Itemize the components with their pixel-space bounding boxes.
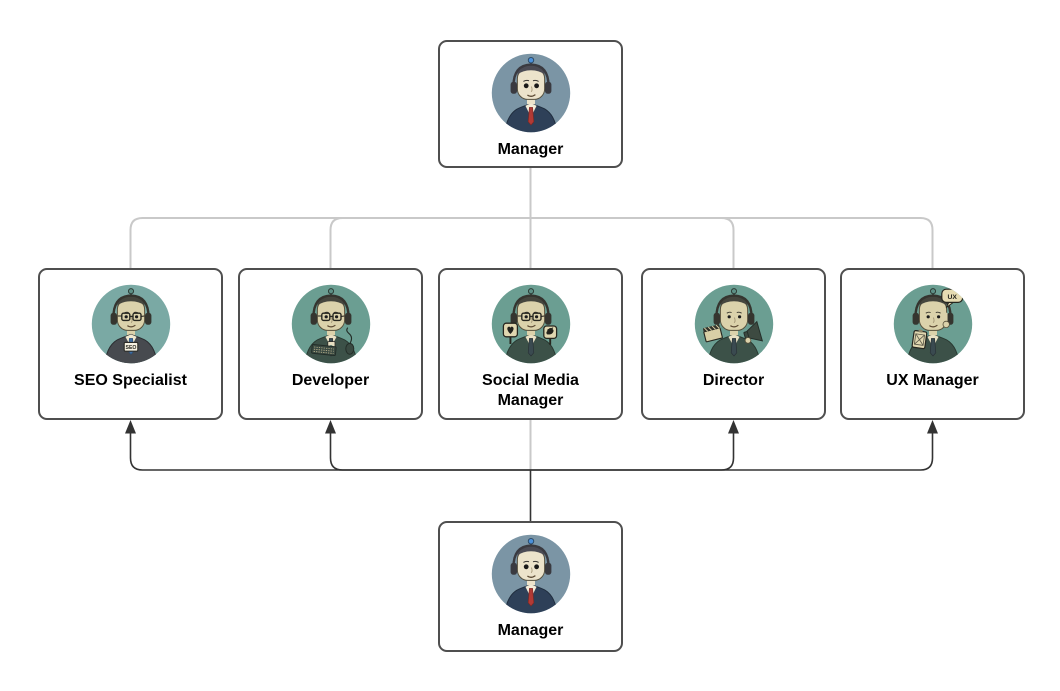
node-label: Manager bbox=[497, 141, 564, 158]
node-label: UX Manager bbox=[886, 372, 979, 389]
seo-badge-text: SEO bbox=[125, 345, 136, 351]
org-node-director[interactable]: Director bbox=[641, 268, 826, 420]
node-label: Developer bbox=[291, 372, 370, 389]
wireframe-clipboard-icon bbox=[911, 329, 927, 350]
clapperboard-icon bbox=[702, 324, 723, 343]
org-node-manager-top[interactable]: Manager bbox=[438, 40, 623, 168]
node-label: Social Media Manager bbox=[482, 372, 579, 409]
node-label: SEO Specialist bbox=[74, 372, 187, 389]
org-node-seo-specialist[interactable]: SEO SEO Specialist bbox=[38, 268, 223, 420]
top-tree-edges bbox=[129, 168, 934, 470]
director-avatar bbox=[694, 284, 774, 364]
seo-specialist-avatar: SEO bbox=[91, 284, 171, 364]
ux-manager-avatar: UX bbox=[893, 284, 973, 364]
arrowhead-icon bbox=[325, 420, 336, 434]
ux-bubble-text: UX bbox=[947, 294, 957, 301]
arrowhead-icon bbox=[927, 420, 938, 434]
social-media-manager-avatar bbox=[491, 284, 571, 364]
heart-icon bbox=[506, 326, 514, 334]
manager-avatar bbox=[491, 53, 571, 133]
org-node-manager-bottom[interactable]: Manager bbox=[438, 521, 623, 652]
org-node-social-media-manager[interactable]: Social Media Manager bbox=[438, 268, 623, 420]
org-node-developer[interactable]: Developer bbox=[238, 268, 423, 420]
arrowhead-icon bbox=[728, 420, 739, 434]
manager-avatar bbox=[491, 534, 571, 614]
node-label: Director bbox=[702, 372, 765, 389]
developer-avatar bbox=[291, 284, 371, 364]
bird-icon bbox=[545, 327, 554, 335]
arrowhead-icon bbox=[125, 420, 136, 434]
bottom-tree-edges bbox=[125, 420, 938, 521]
node-label: Manager bbox=[497, 622, 564, 639]
org-node-ux-manager[interactable]: UX UX Manager bbox=[840, 268, 1025, 420]
